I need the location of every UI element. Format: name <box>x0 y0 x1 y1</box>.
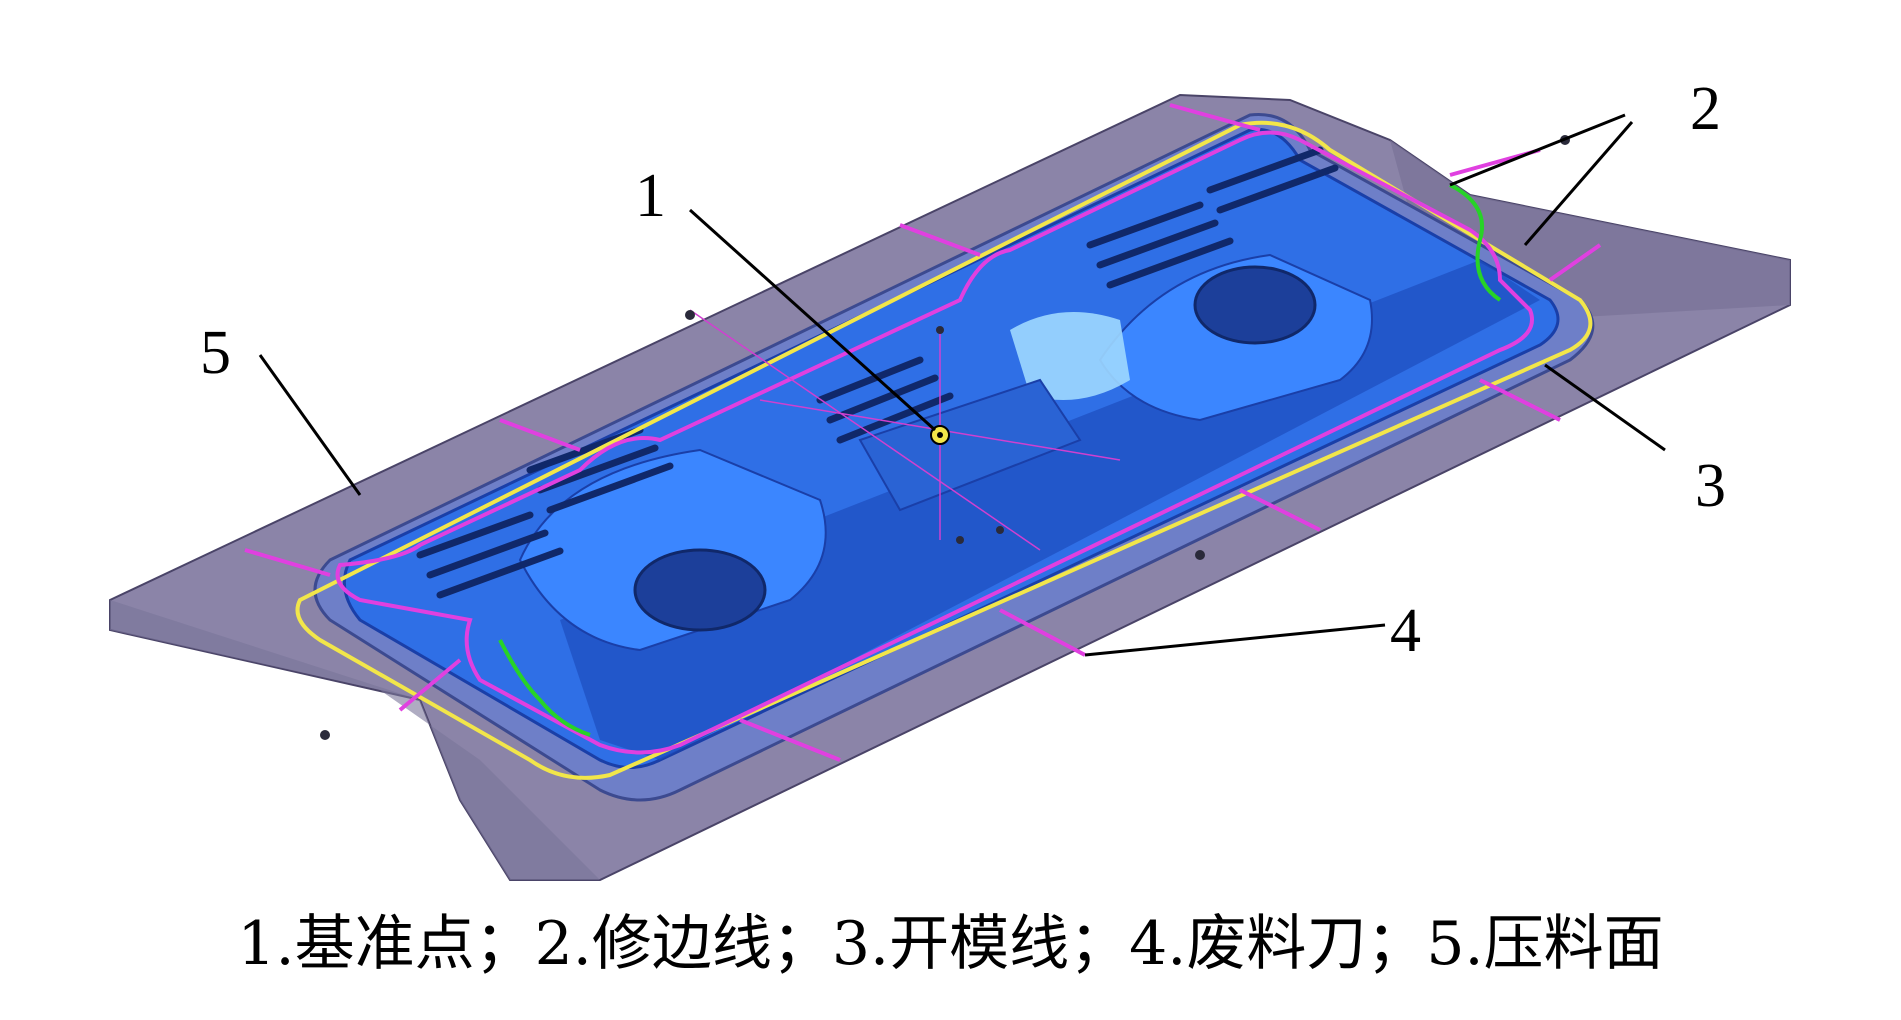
scrap-cutter <box>1169 103 1261 132</box>
scrap-cutter <box>899 223 981 257</box>
center-tunnel <box>858 378 1082 512</box>
highlight-boss <box>1010 312 1130 400</box>
scrap-cutter <box>999 608 1086 657</box>
scrap-cutter <box>1548 243 1602 282</box>
callout-number-3: 3 <box>1695 452 1726 520</box>
rib-slots-right <box>1086 146 1339 289</box>
leader-lines <box>258 113 1666 657</box>
open-die-line <box>295 120 1593 780</box>
leader-line-5 <box>258 354 362 496</box>
scrap-cutter <box>739 718 841 762</box>
leader-line-2b <box>1523 121 1634 246</box>
rib-slots-center <box>816 356 954 444</box>
scrap-cutters <box>244 103 1602 762</box>
leader-line-1 <box>688 208 937 432</box>
figure-caption: 1.基准点；2.修边线；3.开模线；4.废料刀；5.压料面 <box>237 909 1664 979</box>
scrap-cutter <box>1239 488 1321 532</box>
green-trim-segment-right <box>1449 183 1502 302</box>
callout-number-5: 5 <box>200 319 231 387</box>
pin-holes <box>320 135 1570 740</box>
oval-boss-right <box>1193 265 1317 345</box>
trim-line <box>335 130 1534 755</box>
callout-number-2: 2 <box>1690 75 1721 143</box>
scrap-cutter <box>499 418 581 452</box>
green-trim-segment-left <box>498 639 591 737</box>
scrap-cutter <box>1479 378 1561 422</box>
scrap-cutter <box>398 658 462 712</box>
scrap-cutter <box>244 548 331 577</box>
callout-number-1: 1 <box>635 162 666 230</box>
leader-line-2a <box>1449 113 1626 187</box>
leader-line-4 <box>1084 623 1386 657</box>
binder-flange-left <box>110 600 600 880</box>
oval-boss-left <box>633 548 767 632</box>
datum-point-icon <box>930 425 950 445</box>
callout-number-4: 4 <box>1390 597 1421 665</box>
leader-line-3 <box>1544 363 1666 452</box>
